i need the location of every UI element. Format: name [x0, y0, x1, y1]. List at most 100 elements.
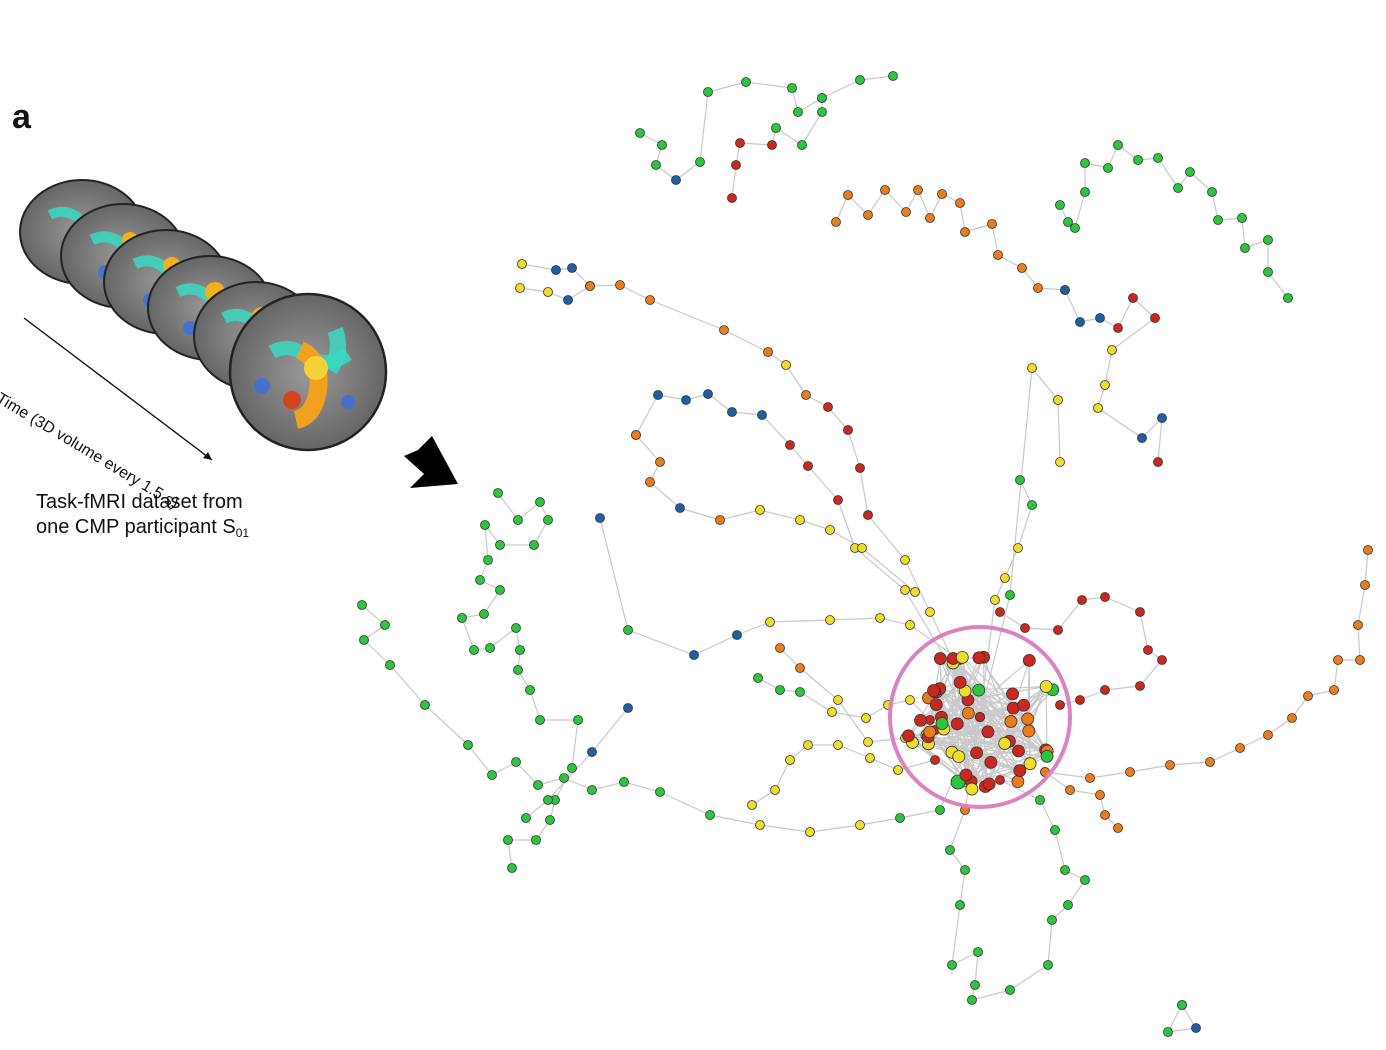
graph-node [587, 785, 597, 795]
graph-node [359, 635, 369, 645]
graph-node [967, 995, 977, 1005]
graph-edge [939, 658, 1010, 742]
graph-node [735, 138, 745, 148]
graph-node [1360, 580, 1370, 590]
graph-node [1050, 825, 1060, 835]
graph-node [1055, 200, 1065, 210]
graph-edge [1104, 596, 1141, 613]
graph-node [805, 827, 815, 837]
graph-node [480, 520, 490, 530]
graph-node [987, 219, 997, 229]
graph-node [563, 295, 573, 305]
graph-edge [1089, 771, 1131, 779]
graph-node [995, 775, 1005, 785]
graph-node [1075, 695, 1085, 705]
graph-node [1213, 215, 1223, 225]
graph-node [1157, 413, 1167, 423]
graph-node [511, 757, 521, 767]
graph-edge [497, 492, 519, 521]
graph-node [1353, 620, 1363, 630]
graph-edge [1057, 399, 1061, 463]
graph-edge [521, 263, 557, 271]
graph-edge [515, 761, 539, 786]
graph-edge [731, 164, 737, 199]
caption-subscript: 01 [235, 526, 250, 540]
graph-node [1011, 775, 1025, 788]
graph-node [880, 185, 890, 195]
graph-node [1020, 623, 1030, 633]
graph-node [795, 687, 805, 697]
graph-edge [976, 752, 1031, 765]
graph-node [1043, 960, 1053, 970]
graph-node [1017, 698, 1030, 712]
graph-node [1137, 433, 1147, 443]
graph-node [1027, 363, 1037, 373]
graph-node [757, 410, 767, 420]
graph-edge [675, 161, 701, 181]
graph-edge [1209, 747, 1241, 763]
graph-node [515, 283, 525, 293]
graph-node [960, 865, 970, 875]
graph-edge [867, 737, 906, 743]
graph-node [910, 587, 920, 597]
graph-node [993, 250, 1003, 260]
graph-node [631, 430, 641, 440]
graph-node [863, 210, 873, 220]
graph-node [797, 140, 807, 150]
graph-node [1012, 744, 1025, 758]
graph-node [1237, 213, 1247, 223]
graph-edge [635, 434, 661, 463]
graph-edge [1167, 1004, 1183, 1033]
graph-edge [649, 299, 725, 331]
graph-node [1053, 395, 1063, 405]
graph-edge [917, 189, 931, 219]
graph-edge [361, 604, 386, 626]
graph-node [1363, 545, 1373, 555]
graph-node [1085, 773, 1095, 783]
graph-edge [1054, 829, 1066, 871]
graph-node [1005, 985, 1015, 995]
graph-node [1080, 158, 1090, 168]
graph-node [507, 863, 517, 873]
graph-edge [928, 736, 1046, 751]
graph-node [727, 407, 737, 417]
graph-node [955, 650, 969, 664]
graph-node [1135, 681, 1145, 691]
graph-node [863, 510, 873, 520]
graph-node [1065, 785, 1075, 795]
graph-edge [1129, 764, 1171, 773]
graph-node [551, 265, 561, 275]
graph-edge [867, 514, 906, 561]
graph-node [495, 540, 505, 550]
graph-node [1150, 313, 1160, 323]
graph-node [380, 620, 390, 630]
graph-node [998, 737, 1012, 750]
graph-edge [489, 627, 517, 649]
graph-node [1205, 757, 1215, 767]
graph-node [933, 652, 947, 665]
graph-edge [869, 757, 899, 771]
graph-node [1191, 1023, 1201, 1033]
graph-node [972, 683, 986, 697]
graph-edge [837, 699, 869, 743]
graph-node [573, 715, 583, 725]
graph-node [1095, 313, 1105, 323]
graph-node [888, 71, 898, 81]
graph-node [763, 347, 773, 357]
graph-edge [959, 869, 966, 906]
graph-node [1077, 595, 1087, 605]
caption-line-2-text: one CMP participant S [36, 516, 236, 538]
graph-node [1063, 900, 1073, 910]
graph-edge [1132, 297, 1156, 319]
graph-node [817, 107, 827, 117]
graph-node [651, 160, 661, 170]
graph-node [855, 75, 865, 85]
graph-node [1039, 680, 1053, 693]
graph-edge [801, 111, 823, 146]
highlight-circle [888, 625, 1072, 809]
graph-node [913, 185, 923, 195]
graph-edge [1157, 157, 1179, 189]
graph-node [833, 740, 843, 750]
graph-node [747, 800, 757, 810]
graph-edge [599, 517, 629, 631]
